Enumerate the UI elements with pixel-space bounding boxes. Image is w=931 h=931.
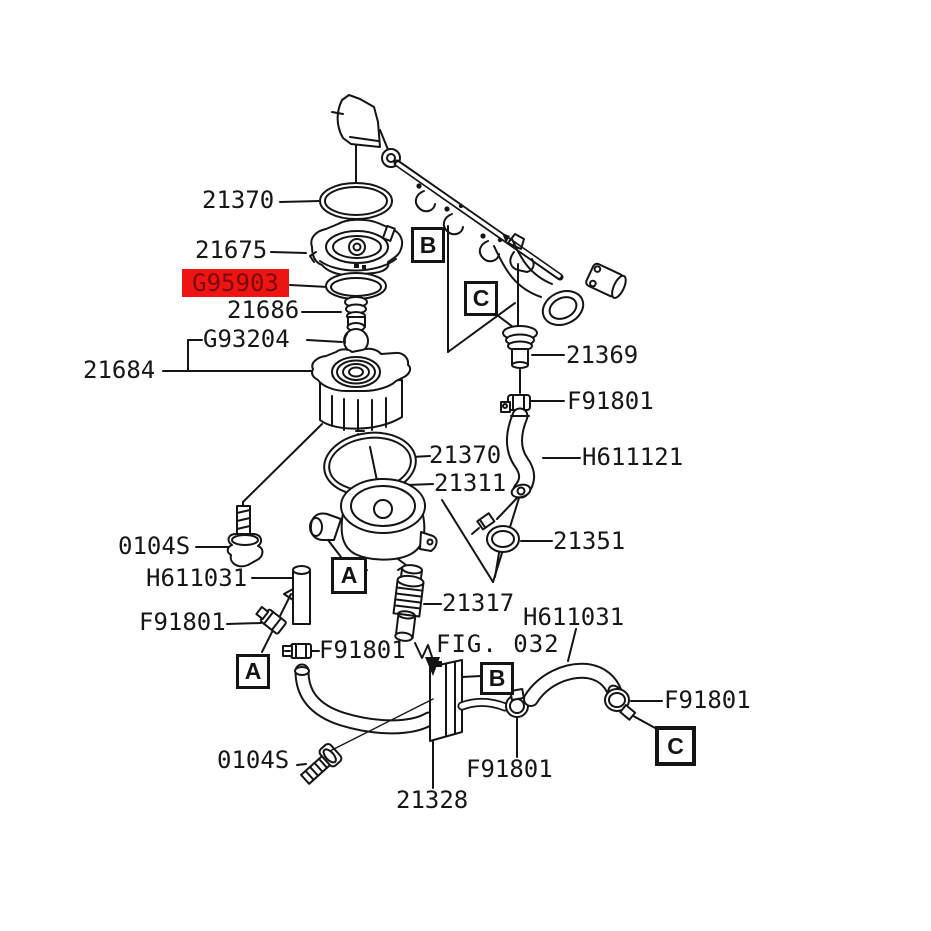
gasket-g95903 — [325, 272, 387, 300]
fig-reference-arrow — [414, 642, 440, 676]
top-bracket — [331, 94, 390, 153]
part-label-f91801-mid: F91801 — [319, 636, 406, 664]
clamp-f91801-bottom-right — [604, 688, 637, 721]
figure-reference-label: FIG. 032 — [436, 630, 560, 658]
bolt-0104s-left — [226, 505, 264, 568]
part-label-h611031-bottom: H611031 — [523, 603, 625, 631]
part-label-21311: 21311 — [434, 469, 507, 497]
pipe-21328 — [294, 663, 437, 735]
part-label-f91801-left: F91801 — [139, 608, 226, 636]
hose-h611031-left — [283, 565, 311, 625]
part-label-f91801-bottom: F91801 — [466, 755, 553, 783]
connector-21317 — [392, 564, 425, 642]
filler-21369 — [502, 325, 538, 369]
part-label-f91801-right: F91801 — [567, 387, 654, 415]
case-21684 — [311, 347, 412, 432]
water-pump-21675 — [309, 218, 404, 277]
part-label-h611121: H611121 — [582, 443, 684, 471]
part-label-0104s-left: 0104S — [118, 532, 191, 560]
part-label-h611031-left: H611031 — [146, 564, 248, 592]
oil-cooler-21311 — [309, 478, 438, 571]
part-label-21369: 21369 — [566, 341, 639, 369]
part-label-f91801-bottom-right: F91801 — [664, 686, 751, 714]
spring-21686 — [344, 296, 368, 332]
part-label-21370-mid: 21370 — [429, 441, 502, 469]
part-label-g93204: G93204 — [203, 325, 290, 353]
clamp-f91801-left — [255, 605, 287, 635]
connector-box-b-top: B — [411, 227, 445, 263]
flange-joint — [429, 659, 510, 742]
hose-h611121 — [506, 407, 536, 499]
clamp-f91801-bottom — [505, 688, 529, 718]
clamp-f91801-mid — [282, 643, 312, 659]
part-label-21328: 21328 — [396, 786, 469, 814]
part-label-0104s-bottom: 0104S — [217, 746, 290, 774]
highlight-box: G95903 — [182, 269, 289, 297]
connector-box-c-bottom: C — [655, 726, 696, 766]
part-label-21351: 21351 — [553, 527, 626, 555]
connector-box-a-bottom: A — [236, 654, 270, 689]
part-label-21675: 21675 — [195, 236, 268, 264]
connector-box-c-top: C — [464, 281, 498, 316]
part-label-21686: 21686 — [227, 296, 300, 324]
gasket-21370-top — [319, 182, 393, 220]
clamp-f91801-right — [500, 394, 531, 413]
connector-box-a-cooler: A — [331, 557, 367, 594]
water-pipe-assembly — [381, 148, 627, 327]
connector-box-b-bottom: B — [480, 662, 514, 695]
clamp-21351 — [471, 512, 520, 553]
part-label-21370-top: 21370 — [202, 186, 275, 214]
part-label-21317: 21317 — [442, 589, 515, 617]
part-label-21684: 21684 — [83, 356, 156, 384]
bolt-0104s-bottom — [300, 698, 434, 785]
